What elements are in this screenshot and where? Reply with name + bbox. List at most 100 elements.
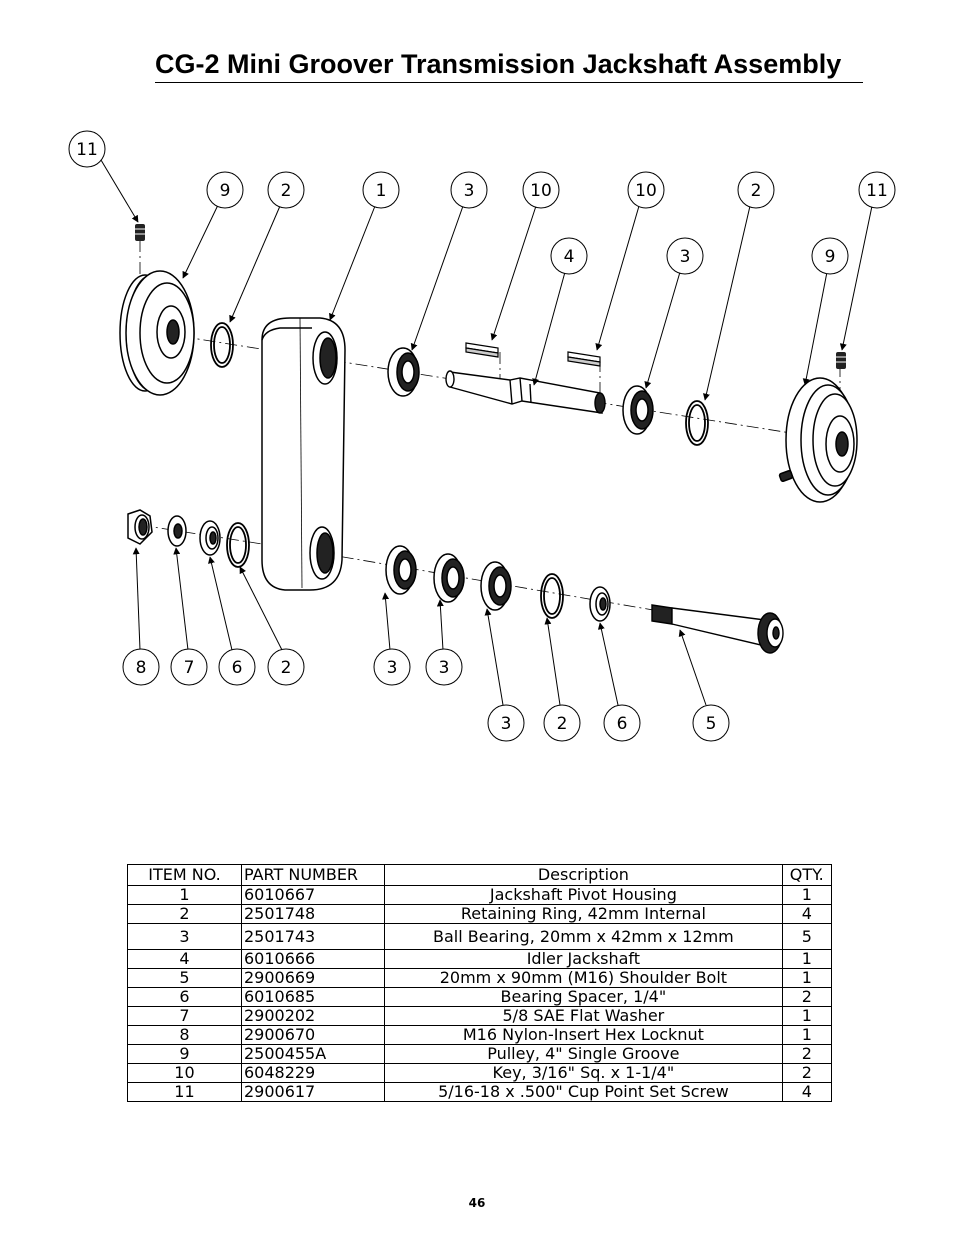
exploded-assembly-diagram: 11 9 2 1 3 10 10 2 11 4 3 9: [68, 130, 896, 742]
callout-item-9-right: 9: [811, 237, 849, 275]
bearing-spacer-left: [199, 520, 221, 556]
ball-bearing-lower-2: [433, 553, 465, 603]
callout-item-8: 8: [122, 648, 160, 686]
cell-description: 20mm x 90mm (M16) Shoulder Bolt: [384, 968, 783, 988]
svg-text:8: 8: [136, 658, 147, 678]
svg-text:11: 11: [866, 181, 888, 201]
retaining-ring-lower-left: [226, 522, 250, 568]
svg-text:3: 3: [387, 658, 398, 678]
callout-item-7: 7: [170, 648, 208, 686]
table-row: 8 2900670 M16 Nylon-Insert Hex Locknut 1: [127, 1025, 833, 1045]
table-row: 5 2900669 20mm x 90mm (M16) Shoulder Bol…: [127, 968, 833, 988]
leader-lines: [100, 159, 873, 706]
retaining-ring-upper-left: [210, 322, 234, 368]
bearing-spacer-right: [589, 586, 611, 622]
cell-part: 2900617: [240, 1082, 386, 1102]
set-screw-left: [135, 224, 145, 241]
shoulder-bolt: [651, 604, 784, 654]
table-row: 11 2900617 5/16-18 x .500" Cup Point Set…: [127, 1082, 833, 1102]
svg-text:3: 3: [680, 247, 691, 267]
cell-qty: 2: [781, 1044, 833, 1064]
cell-part: 2900202: [240, 1006, 386, 1026]
page-title: CG-2 Mini Groover Transmission Jackshaft…: [155, 46, 863, 83]
svg-text:2: 2: [557, 714, 568, 734]
cell-part: 2900669: [240, 968, 386, 988]
cell-item: 11: [127, 1082, 242, 1102]
callout-item-3-lower-1: 3: [373, 648, 411, 686]
svg-text:1: 1: [376, 181, 387, 201]
table-row: 7 2900202 5/8 SAE Flat Washer 1: [127, 1006, 833, 1026]
callout-item-6-left: 6: [218, 648, 256, 686]
cell-item: 5: [127, 968, 242, 988]
set-screw-right: [836, 352, 846, 369]
callout-item-2-upper-right: 2: [737, 171, 775, 209]
svg-text:7: 7: [184, 658, 195, 678]
cell-part: 2900670: [240, 1025, 386, 1045]
callout-item-3-upper-left: 3: [450, 171, 488, 209]
header-description: Description: [384, 864, 783, 886]
flat-washer: [167, 515, 187, 547]
cell-part: 6010666: [240, 949, 386, 969]
table-row: 10 6048229 Key, 3/16" Sq. x 1-1/4" 2: [127, 1063, 833, 1083]
cell-description: Idler Jackshaft: [384, 949, 783, 969]
jackshaft-pivot-housing: [261, 317, 346, 591]
cell-qty: 1: [781, 1025, 833, 1045]
svg-text:11: 11: [76, 140, 98, 160]
callout-item-3-lower-3: 3: [487, 704, 525, 742]
callout-item-1: 1: [362, 171, 400, 209]
cell-item: 7: [127, 1006, 242, 1026]
svg-text:9: 9: [220, 181, 231, 201]
svg-text:9: 9: [825, 247, 836, 267]
cell-description: Pulley, 4" Single Groove: [384, 1044, 783, 1064]
svg-text:2: 2: [281, 181, 292, 201]
cell-item: 9: [127, 1044, 242, 1064]
cell-description: Jackshaft Pivot Housing: [384, 885, 783, 905]
cell-qty: 4: [781, 1082, 833, 1102]
table-row: 6 6010685 Bearing Spacer, 1/4" 2: [127, 987, 833, 1007]
cell-item: 6: [127, 987, 242, 1007]
cell-item: 1: [127, 885, 242, 905]
callout-item-10-right: 10: [627, 171, 665, 209]
cell-description: 5/16-18 x .500" Cup Point Set Screw: [384, 1082, 783, 1102]
header-item-no: ITEM NO.: [127, 864, 242, 886]
cell-part: 2501748: [240, 904, 386, 924]
callout-item-4: 4: [550, 237, 588, 275]
parts-table-header-row: ITEM NO. PART NUMBER Description QTY.: [127, 864, 833, 886]
cell-qty: 1: [781, 885, 833, 905]
table-row: 1 6010667 Jackshaft Pivot Housing 1: [127, 885, 833, 905]
cell-item: 4: [127, 949, 242, 969]
svg-text:2: 2: [281, 658, 292, 678]
pulley-left: [119, 270, 195, 396]
cell-item: 8: [127, 1025, 242, 1045]
cell-item: 3: [127, 923, 242, 950]
callout-item-3-upper-right: 3: [666, 237, 704, 275]
cell-part: 6010667: [240, 885, 386, 905]
header-qty: QTY.: [781, 864, 833, 886]
callout-item-9-left: 9: [206, 171, 244, 209]
header-part-number: PART NUMBER: [240, 864, 386, 886]
cell-qty: 5: [781, 923, 833, 950]
cell-part: 2500455A: [240, 1044, 386, 1064]
table-row: 2 2501748 Retaining Ring, 42mm Internal …: [127, 904, 833, 924]
cell-part: 6048229: [240, 1063, 386, 1083]
cell-part: 2501743: [240, 923, 386, 950]
ball-bearing-upper-right: [622, 385, 654, 435]
cell-description: Key, 3/16" Sq. x 1-1/4": [384, 1063, 783, 1083]
svg-text:6: 6: [232, 658, 243, 678]
cell-qty: 1: [781, 949, 833, 969]
cell-item: 10: [127, 1063, 242, 1083]
callout-item-2-lower-left: 2: [267, 648, 305, 686]
callout-item-11-right: 11: [858, 171, 896, 209]
cell-qty: 1: [781, 968, 833, 988]
ball-bearing-lower-1: [385, 545, 417, 595]
svg-text:6: 6: [617, 714, 628, 734]
ball-bearing-upper-left: [387, 347, 420, 397]
cell-description: Ball Bearing, 20mm x 42mm x 12mm: [384, 923, 783, 950]
svg-text:5: 5: [706, 714, 717, 734]
cell-qty: 4: [781, 904, 833, 924]
idler-jackshaft: [445, 370, 606, 414]
cell-part: 6010685: [240, 987, 386, 1007]
cell-qty: 2: [781, 987, 833, 1007]
svg-text:3: 3: [501, 714, 512, 734]
svg-text:3: 3: [464, 181, 475, 201]
